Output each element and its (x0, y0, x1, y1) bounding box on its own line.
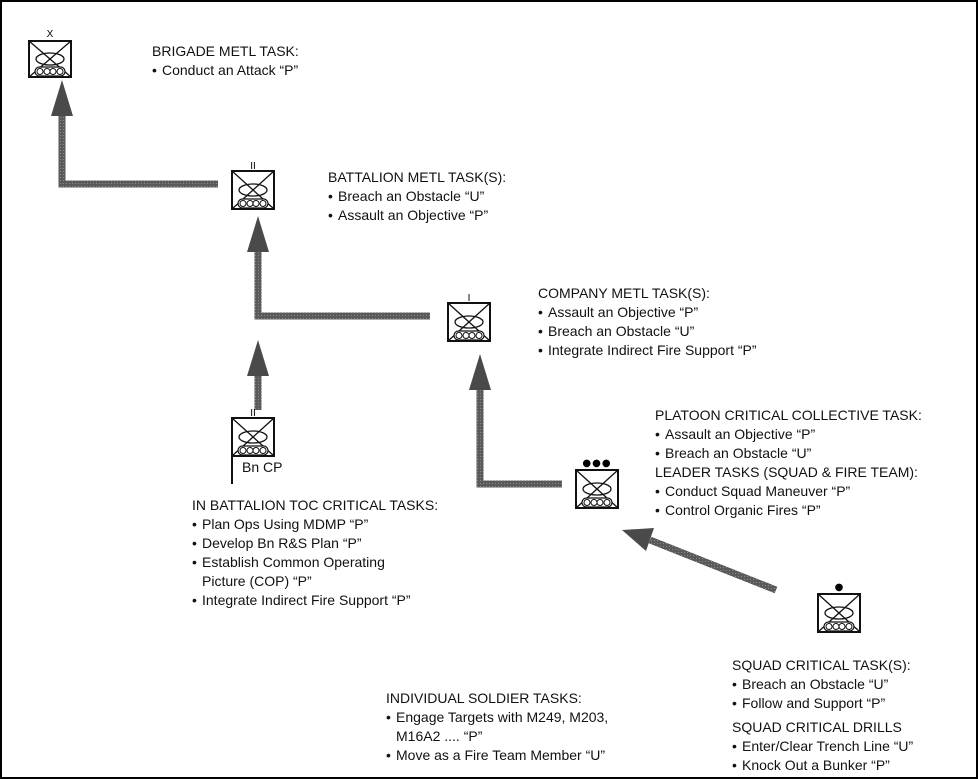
bn-cp-echelon-marker: II (250, 408, 256, 419)
squad-drills-heading: SQUAD CRITICAL DRILLS (732, 719, 902, 735)
company-task-item: •Breach an Obstacle “U” (538, 323, 695, 339)
brigade-heading: BRIGADE METL TASK: (152, 43, 299, 59)
arrow-squad-to-platoon (622, 528, 778, 594)
squad-infantry-unit-icon: ● (817, 582, 861, 633)
toc-task-item: •Develop Bn R&S Plan “P” (192, 535, 362, 551)
company-heading: COMPANY METL TASK(S): (538, 285, 710, 301)
brigade-task-item: •Conduct an Attack “P” (152, 62, 299, 78)
squad-task-block: SQUAD CRITICAL TASK(S): •Breach an Obsta… (732, 656, 911, 713)
battalion-infantry-unit-icon: II (231, 161, 275, 210)
squad-echelon-marker: ● (835, 582, 844, 593)
squad-task-item: •Follow and Support “P” (732, 695, 886, 711)
individual-task-item: •Move as a Fire Team Member “U” (386, 747, 606, 763)
toc-task-item: •Plan Ops Using MDMP “P” (192, 516, 369, 532)
squad-heading: SQUAD CRITICAL TASK(S): (732, 657, 911, 673)
individual-task-item: •Engage Targets with M249, M203, (386, 709, 609, 725)
individual-heading: INDIVIDUAL SOLDIER TASKS: (386, 690, 582, 706)
platoon-echelon-marker: ●●● (582, 458, 611, 469)
squad-drills-block: SQUAD CRITICAL DRILLS •Enter/Clear Trenc… (732, 718, 913, 775)
squad-drill-item: •Enter/Clear Trench Line “U” (732, 738, 914, 754)
company-task-block: COMPANY METL TASK(S): •Assault an Object… (538, 284, 757, 360)
company-echelon-marker: I (468, 293, 471, 304)
platoon-task-item: •Breach an Obstacle “U” (655, 445, 812, 461)
individual-task-block: INDIVIDUAL SOLDIER TASKS: •Engage Target… (386, 689, 608, 765)
platoon-heading: PLATOON CRITICAL COLLECTIVE TASK: (655, 407, 922, 423)
platoon-infantry-unit-icon: ●●● (575, 458, 619, 509)
bn-cp-label: Bn CP (242, 459, 283, 475)
squad-task-item: •Breach an Obstacle “U” (732, 676, 889, 692)
battalion-task-item: •Assault an Objective “P” (328, 207, 489, 223)
battalion-heading: BATTALION METL TASK(S): (328, 169, 507, 185)
leader-task-item: •Conduct Squad Maneuver “P” (655, 483, 851, 499)
arrow-company-to-battalion (247, 216, 430, 320)
arrow-bncp-up (247, 340, 269, 410)
company-task-item: •Integrate Indirect Fire Support “P” (538, 342, 757, 358)
company-infantry-unit-icon: I (447, 293, 491, 342)
battalion-echelon-marker: II (250, 161, 256, 172)
individual-task-item-continued: M16A2 .... “P” (396, 728, 483, 744)
arrow-battalion-to-brigade (51, 80, 218, 188)
brigade-infantry-unit-icon: X (28, 29, 72, 78)
platoon-task-block: PLATOON CRITICAL COLLECTIVE TASK: •Assau… (655, 406, 922, 520)
battalion-task-block: BATTALION METL TASK(S): •Breach an Obsta… (328, 168, 506, 225)
toc-task-item: •Integrate Indirect Fire Support “P” (192, 592, 411, 608)
leader-tasks-heading: LEADER TASKS (SQUAD & FIRE TEAM): (655, 464, 918, 480)
platoon-task-item: •Assault an Objective “P” (655, 426, 816, 442)
bn-cp-unit-icon: II (231, 408, 275, 484)
company-task-item: •Assault an Objective “P” (538, 304, 699, 320)
battalion-task-item: •Breach an Obstacle “U” (328, 188, 485, 204)
arrow-platoon-to-company (469, 354, 562, 488)
toc-task-item-continued: Picture (COP) “P” (202, 573, 312, 589)
toc-heading: IN BATTALION TOC CRITICAL TASKS: (192, 497, 439, 513)
squad-drill-item: •Knock Out a Bunker “P” (732, 757, 890, 773)
brigade-echelon-marker: X (47, 29, 54, 40)
toc-task-item: •Establish Common Operating (192, 554, 385, 570)
brigade-task-block: BRIGADE METL TASK: •Conduct an Attack “P… (152, 42, 299, 80)
leader-task-item: •Control Organic Fires “P” (655, 502, 821, 518)
toc-task-block: IN BATTALION TOC CRITICAL TASKS: •Plan O… (192, 496, 438, 610)
